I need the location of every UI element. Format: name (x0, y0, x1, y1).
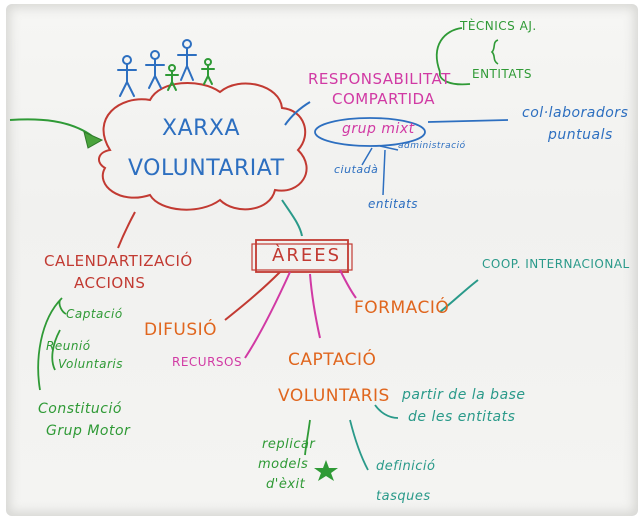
puntuals-label: puntuals (548, 127, 613, 143)
center-title-line1: XARXA (162, 116, 241, 141)
center-title-line2: VOLUNTARIAT (128, 156, 285, 181)
voluntaris-item: Voluntaris (58, 357, 123, 371)
paper-sheet (6, 4, 638, 516)
definicio-label: definició (376, 459, 436, 474)
tecnics-entitats-label: ENTITATS (472, 67, 533, 81)
people-icon (117, 39, 215, 97)
tecnics-label: TÈCNICS AJ. (460, 19, 537, 33)
responsabilitat-title-line1: RESPONSABILITAT (308, 70, 451, 88)
reunio-item: Reunió (46, 339, 91, 353)
tasques-label: tasques (376, 489, 431, 504)
link-difusio (224, 271, 281, 321)
grup-mixt-ellipse (314, 117, 426, 147)
entitats-arrow (382, 149, 386, 196)
partir-base-label: partir de la base (402, 387, 526, 403)
link-calendaritzacio (117, 211, 136, 249)
grup-motor-item: Grup Motor (46, 423, 131, 439)
replicar-label: replicar (262, 437, 316, 452)
entitats-label: entitats (368, 197, 419, 211)
link-col-laboradors (427, 119, 509, 123)
coop-internacional-label: COOP. INTERNACIONAL (482, 257, 630, 271)
administracio-label: administració (398, 141, 466, 151)
arees-label: ÀREES (272, 245, 341, 266)
link-arees (281, 199, 303, 237)
ciutada-arrow (361, 147, 373, 166)
de-les-entitats-label: de les entitats (408, 409, 516, 425)
tecnics-bracket (435, 27, 471, 86)
admin-arrow (379, 145, 399, 151)
difusio-label: DIFUSIÓ (144, 320, 218, 340)
link-responsabilitat (284, 101, 311, 126)
models-label: models (258, 457, 309, 472)
responsabilitat-title-line2: COMPARTIDA (332, 90, 436, 108)
d-exit-label: d'èxit (266, 477, 306, 492)
calendaritzacio-title: CALENDARTIZACIÓ (44, 252, 193, 270)
left-arrow-line (9, 118, 93, 137)
calendar-bracket (37, 297, 67, 391)
voluntaris-title: VOLUNTARIS (278, 386, 390, 406)
ciutada-label: ciutadà (334, 163, 379, 176)
tecnics-brace (490, 39, 499, 65)
link-recursos (244, 271, 291, 359)
accions-title: ACCIONS (74, 274, 146, 292)
link-definicio (349, 419, 369, 471)
link-replicar (304, 419, 311, 456)
central-cloud (98, 82, 308, 211)
captacio-title: CAPTACIÓ (288, 350, 377, 370)
link-captacio (309, 273, 321, 339)
grup-mixt-label: grup mixt (342, 121, 415, 137)
arees-box (255, 239, 349, 273)
link-formacio (339, 269, 357, 299)
left-arrow-head (83, 131, 104, 149)
star-icon (314, 460, 338, 481)
constitucio-item: Constitució (38, 401, 122, 417)
recursos-label: RECURSOS (172, 355, 243, 369)
link-coop (439, 279, 479, 313)
link-base (374, 404, 399, 419)
captacio-item: Captació (66, 307, 123, 321)
formacio-label: FORMACIÓ (354, 298, 450, 318)
col-laboradors-label: col·laboradors (522, 105, 629, 121)
